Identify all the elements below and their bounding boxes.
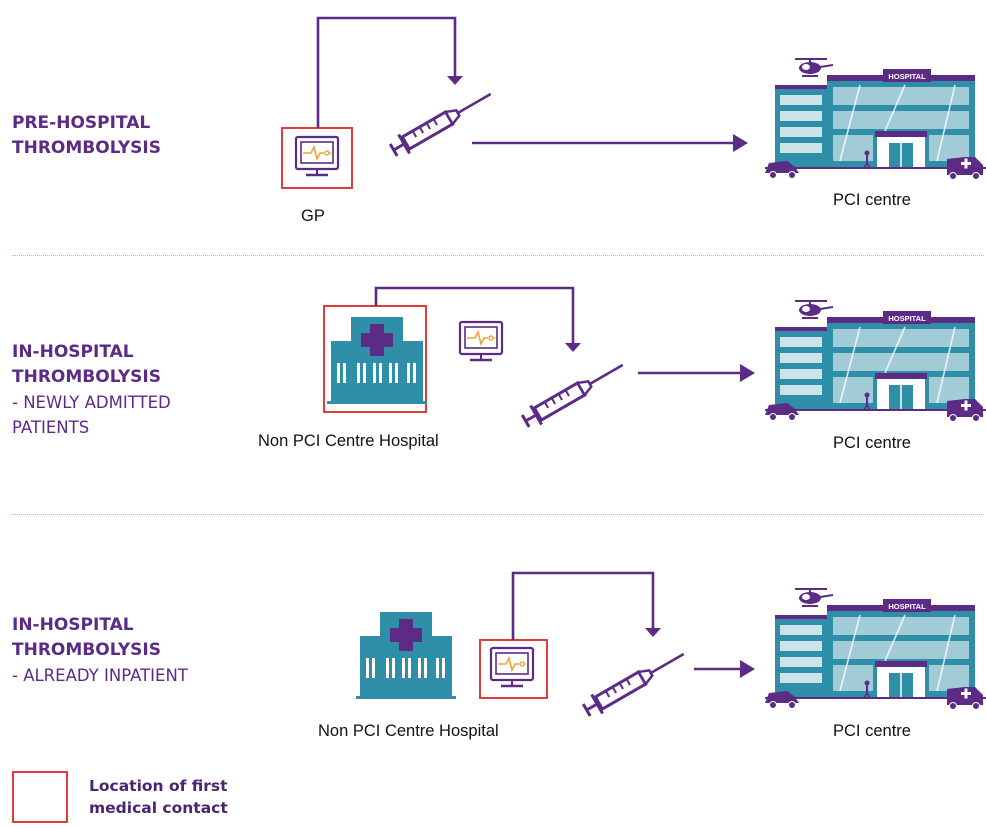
row1-arrow-head-icon [447,76,463,85]
row2-destination-label: PCI centre [833,434,911,452]
row1-syringe-icon [386,82,498,162]
row2-pci-centre-icon [764,300,986,423]
row3-syringe-icon [579,642,691,722]
row3-ecg-monitor-icon [489,646,535,688]
legend-swatch [12,771,68,823]
row1-heading-line2: THROMBOLYSIS [12,138,161,158]
row3-subheading-line1: - ALREADY INPATIENT [12,666,188,685]
row1-first-contact-label: GP [301,207,325,225]
row3-first-contact-label: Non PCI Centre Hospital [318,722,499,740]
row2-route-arrow [374,286,575,343]
row1-destination-label: PCI centre [833,191,911,209]
row2-ecg-monitor-icon [458,320,504,362]
legend-line2: medical contact [89,799,228,817]
legend-line1: Location of first [89,777,228,795]
row2-heading-line1: IN-HOSPITAL [12,342,134,362]
row3-arrow-head-icon [645,628,661,637]
row2-syringe-icon [518,353,630,433]
row1-ecg-monitor-icon [294,135,340,177]
row1-heading: PRE-HOSPITAL THROMBOLYSIS [12,111,161,161]
row2-transfer-arrow-icon [740,364,755,382]
row2-hospital-icon [327,317,427,404]
row3-route-arrow [511,571,655,640]
row2-subheading-line2: PATIENTS [12,418,90,437]
row-divider-1 [12,255,984,256]
row3-hospital-icon [356,612,456,699]
row-divider-2 [12,514,984,515]
row1-pci-centre-icon [764,58,986,181]
row3-heading-line2: THROMBOLYSIS [12,640,161,660]
row1-heading-line1: PRE-HOSPITAL [12,113,151,133]
row3-pci-centre-icon [764,588,986,711]
row3-transfer-arrow-icon [740,660,755,678]
row1-transfer-arrow-icon [733,134,748,152]
legend-text: Location of first medical contact [89,775,228,819]
row2-arrow-head-icon [565,343,581,352]
row2-first-contact-label: Non PCI Centre Hospital [258,432,439,450]
row2-heading-line2: THROMBOLYSIS [12,367,161,387]
row3-heading-line1: IN-HOSPITAL [12,615,134,635]
row3-destination-label: PCI centre [833,722,911,740]
row2-heading: IN-HOSPITAL THROMBOLYSIS - NEWLY ADMITTE… [12,340,171,440]
row1-route-arrow [316,16,457,128]
row2-subheading-line1: - NEWLY ADMITTED [12,393,171,412]
row3-heading: IN-HOSPITAL THROMBOLYSIS - ALREADY INPAT… [12,613,188,688]
